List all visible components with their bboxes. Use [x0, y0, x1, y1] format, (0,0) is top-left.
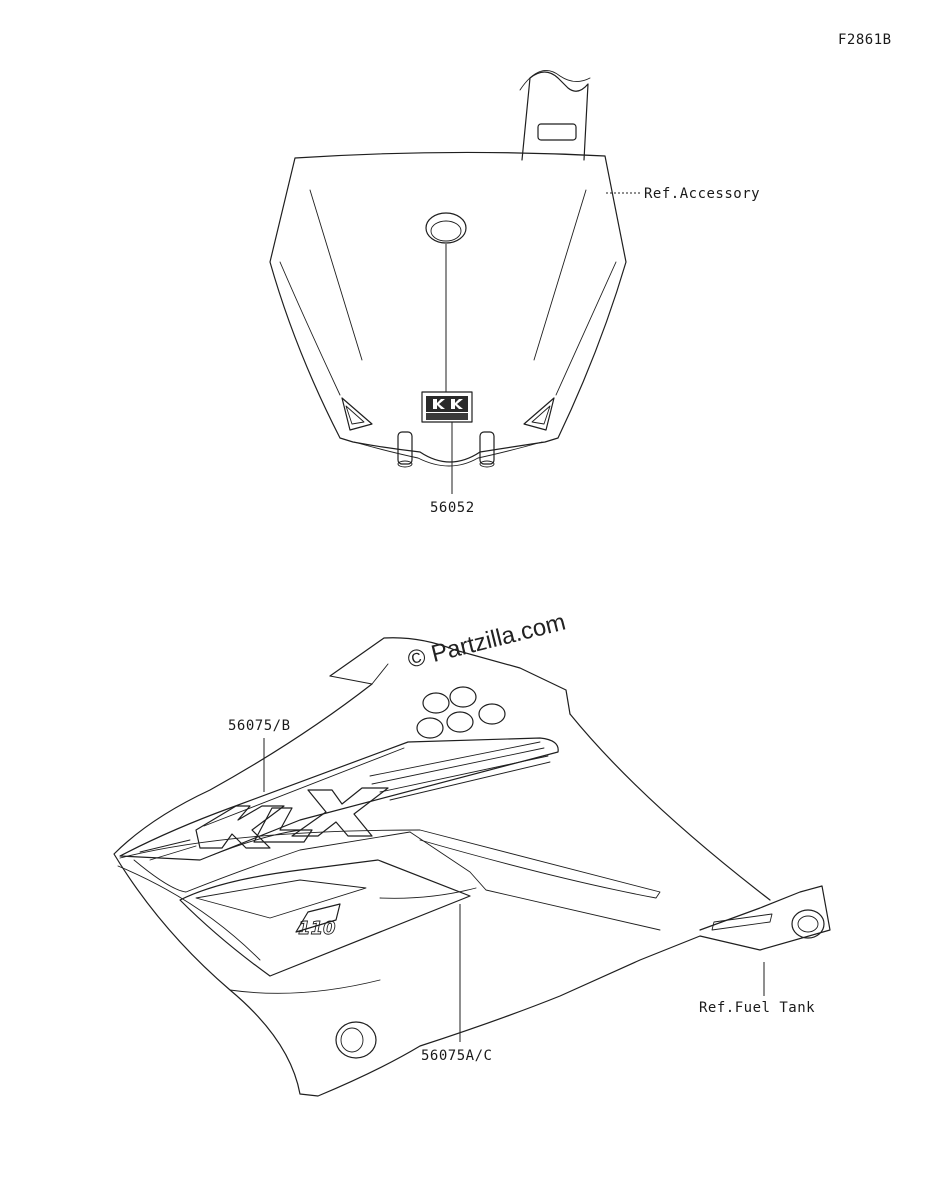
klx-underline — [209, 829, 301, 857]
mount-tab-left — [397, 431, 413, 465]
vent-hole-1 — [422, 692, 450, 714]
klx-graphic-icon — [195, 747, 405, 857]
label-ref-fuel-tank[interactable]: Ref.Fuel Tank — [699, 1000, 815, 1016]
upper-decal-panel[interactable] — [119, 737, 559, 861]
upper-stripe-1 — [369, 741, 541, 777]
corner-tri-left — [341, 397, 373, 431]
radiator-shroud[interactable]: 110 — [113, 637, 831, 1097]
front-number-plate[interactable] — [269, 70, 627, 468]
plate-mount-strap — [521, 71, 589, 161]
kawasaki-decal[interactable] — [421, 391, 473, 423]
strap-curve — [519, 70, 591, 91]
decal-110-graphic-icon: 110 — [298, 918, 336, 939]
mount-tab-right — [479, 431, 495, 465]
watermark: © Partzilla.com — [405, 609, 568, 674]
vent-hole-5 — [478, 703, 506, 725]
shroud-right-edge — [569, 713, 771, 901]
upper-stripe-2 — [371, 747, 545, 785]
plate-bevel-right — [533, 189, 587, 361]
corner-tri-right-inner — [531, 405, 551, 425]
lower-mount-boss — [335, 1021, 377, 1059]
klx-letter-l — [253, 807, 313, 843]
label-56075-b[interactable]: 56075/B — [228, 718, 291, 734]
corner-tri-right — [523, 397, 555, 431]
kawasaki-wordmark-icon — [426, 413, 468, 420]
rear-tab-slot — [711, 913, 773, 931]
plate-bevel-left — [309, 189, 363, 361]
plate-outline — [269, 151, 627, 463]
vent-hole-4 — [446, 711, 474, 733]
corner-tri-left-inner — [345, 405, 365, 425]
klx-letter-k — [195, 805, 285, 849]
decal-110-mark-icon — [295, 903, 341, 933]
figure-code: F2861B — [838, 32, 892, 48]
k-mark-left — [433, 399, 445, 409]
upper-hatch-1 — [139, 839, 191, 853]
upper-stripe-3 — [379, 755, 549, 793]
vent-hole-3 — [416, 717, 444, 739]
upper-stripe-4 — [389, 761, 551, 801]
shroud-outline — [113, 683, 831, 1097]
plate-lower-lip — [353, 441, 543, 467]
shroud-top-tab — [329, 637, 571, 715]
shroud-tab-fold — [329, 663, 389, 685]
klx-swoosh — [203, 747, 405, 827]
lower-mount-hole — [340, 1027, 364, 1053]
shroud-inner-curve — [117, 865, 261, 961]
strap-slot — [537, 123, 577, 141]
plate-edge-right — [555, 261, 617, 396]
mount-tab-right-end — [479, 460, 495, 468]
label-ref-accessory[interactable]: Ref.Accessory — [644, 186, 760, 202]
vent-hole-2 — [449, 686, 477, 708]
rear-mount-hole — [797, 915, 819, 933]
decal-frame — [421, 391, 473, 423]
label-56052[interactable]: 56052 — [430, 500, 475, 516]
shroud-band-3 — [409, 831, 661, 931]
k-mark-right — [451, 399, 463, 409]
label-56075-ac[interactable]: 56075A/C — [421, 1048, 492, 1064]
kawasaki-logo-icon — [426, 396, 468, 412]
klx-letter-x — [291, 787, 389, 837]
lower-decal-stripe — [195, 879, 367, 919]
plate-edge-left — [279, 261, 341, 396]
upper-hatch-2 — [149, 845, 197, 861]
mount-tab-left-end — [397, 460, 413, 468]
plate-top-hole — [425, 212, 467, 244]
plate-top-hole-inner — [430, 220, 462, 242]
rear-mount-boss — [791, 909, 825, 939]
shroud-lower-curve — [229, 979, 381, 994]
vent-holes — [416, 686, 506, 739]
shroud-band-2 — [133, 831, 411, 893]
shroud-band-4 — [379, 887, 477, 899]
lower-decal-panel[interactable] — [179, 859, 471, 977]
shroud-band-1 — [119, 829, 661, 899]
